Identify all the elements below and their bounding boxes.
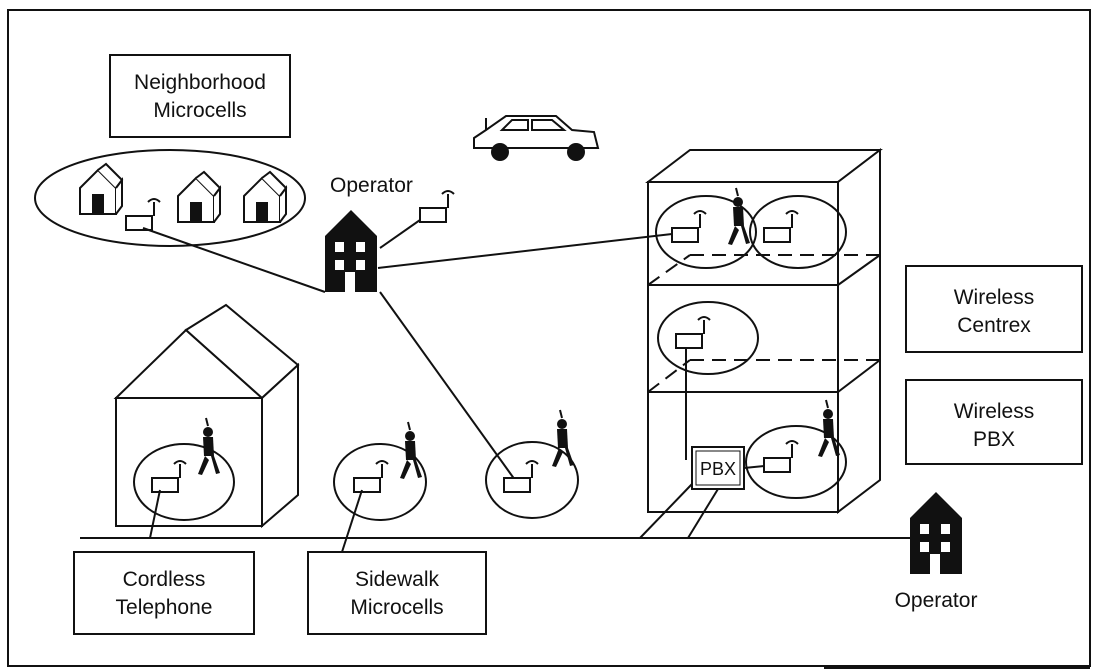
cordless-coverage-area [133, 443, 235, 521]
sidewalk-label-line2: Microcells [350, 596, 443, 619]
base-station-icon [503, 460, 539, 493]
sidewalk-microcell [485, 441, 579, 519]
wireless-centrex-line1: Wireless [954, 286, 1035, 309]
wireless-pbx-line2: PBX [973, 428, 1015, 451]
wireless-pbx-box [905, 379, 1083, 465]
office-microcell [657, 301, 759, 375]
base-station-icon [353, 460, 389, 493]
wireless-centrex-box [905, 265, 1083, 353]
office-building-icon [325, 210, 377, 292]
link-operator-sidewalk [379, 291, 516, 481]
base-station-icon [763, 210, 799, 243]
outer-frame [7, 9, 1091, 667]
office-microcell [655, 195, 757, 269]
office-microcell [745, 425, 847, 499]
cordless-label-line2: Telephone [116, 596, 213, 619]
house-icon [243, 171, 287, 223]
neighborhood-label-box [109, 54, 291, 138]
person-icon [551, 409, 575, 468]
cordless-label-box [73, 551, 255, 635]
operator-bottom-label: Operator [895, 589, 978, 612]
pbx-label: PBX [700, 459, 736, 479]
sidewalk-label-box [307, 551, 487, 635]
residence-house [113, 303, 300, 529]
office-building-icon [910, 492, 962, 574]
neighborhood-microcell-area [34, 149, 306, 247]
sidewalk-label-line1: Sidewalk [355, 568, 440, 591]
base-station-icon [675, 316, 711, 349]
person-icon [727, 187, 751, 246]
base-station-icon [419, 190, 455, 223]
person-icon [817, 399, 841, 458]
office-tower [645, 147, 883, 515]
neighborhood-label-line2: Microcells [153, 99, 246, 122]
base-station-icon [763, 440, 799, 473]
sidewalk-microcell [333, 443, 427, 521]
neighborhood-label-line1: Neighborhood [134, 71, 266, 94]
wireless-pbx-line1: Wireless [954, 400, 1035, 423]
link-operator-neighborhood [142, 227, 326, 293]
base-station-icon [125, 198, 161, 231]
house-icon [177, 171, 221, 223]
office-microcell [749, 195, 847, 269]
car-icon [473, 115, 600, 161]
house-icon [79, 163, 123, 215]
base-station-icon [671, 210, 707, 243]
operator-top-label: Operator [330, 174, 413, 197]
person-icon [399, 421, 423, 480]
cordless-label-line1: Cordless [123, 568, 206, 591]
link-operator-office [377, 233, 673, 269]
wireless-centrex-line2: Centrex [957, 314, 1031, 337]
